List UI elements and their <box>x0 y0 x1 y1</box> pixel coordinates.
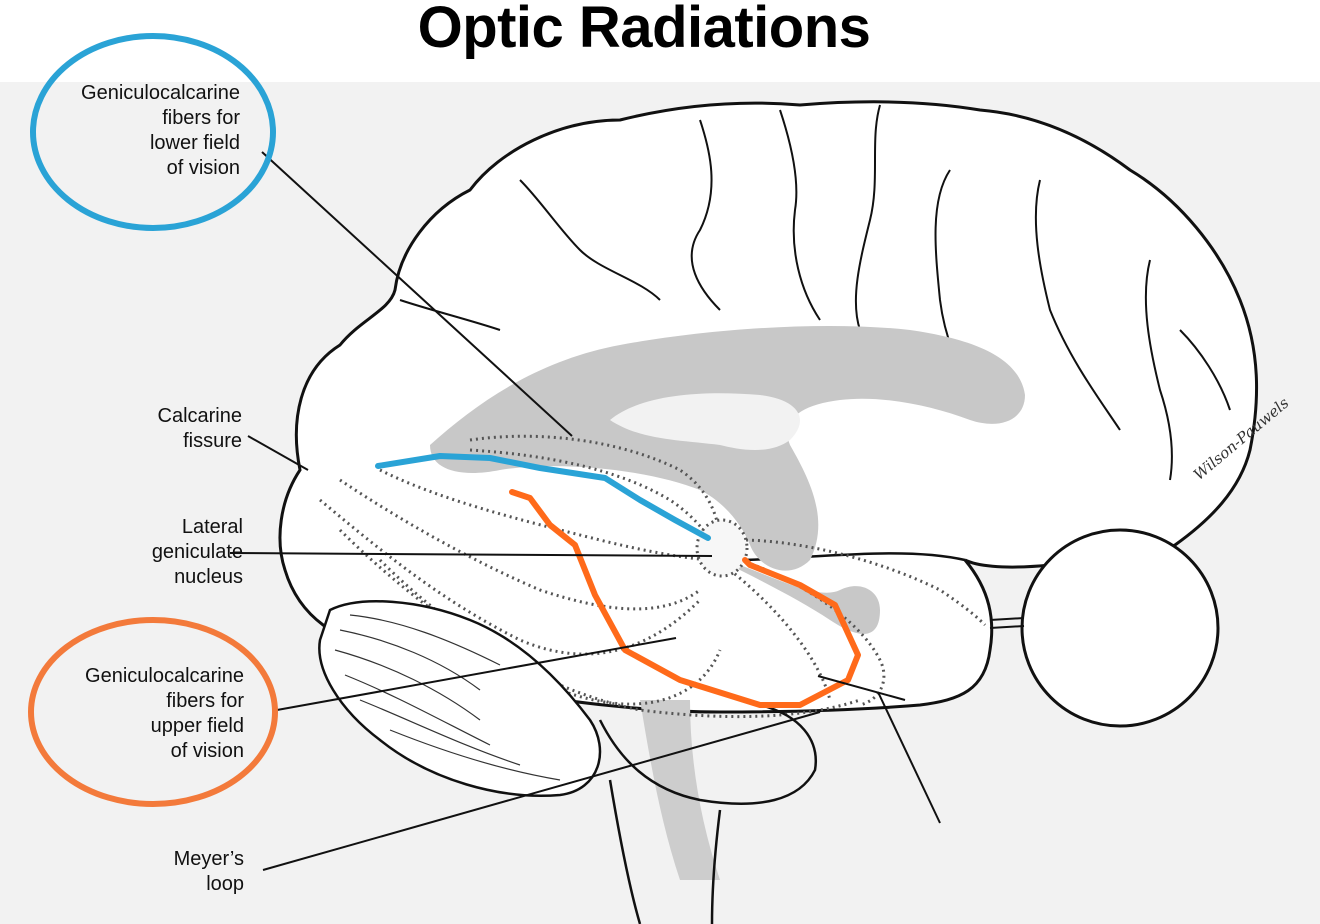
leader-lower-fibers <box>261 151 573 437</box>
leader-lateral-geniculate <box>229 552 713 557</box>
page-title: Optic Radiations <box>417 0 871 60</box>
label-line: geniculate <box>151 541 243 563</box>
optic-nerve <box>989 617 1025 629</box>
label-line: of vision <box>166 157 240 179</box>
label-line: Geniculocalcarine <box>81 82 240 104</box>
label-upper-field-fibers: Geniculocalcarine fibers for upper field… <box>40 664 244 764</box>
ventricle-central-hole <box>610 393 800 450</box>
leader-upper-fibers <box>276 637 677 711</box>
label-line: Calcarine <box>157 405 242 427</box>
label-line: nucleus <box>174 566 243 588</box>
label-line: lower field <box>149 132 240 154</box>
label-line: fibers for <box>162 107 240 129</box>
cerebellum-folia <box>334 614 561 781</box>
leader-meyer-extra <box>817 675 906 701</box>
label-line: fissure <box>183 430 242 452</box>
sulci-lines <box>399 104 1231 481</box>
label-calcarine-fissure: Calcarine fissure <box>40 404 242 454</box>
lateral-ventricle <box>430 325 1025 571</box>
lateral-geniculate-nucleus <box>695 518 749 578</box>
label-line: of vision <box>170 740 244 762</box>
label-lateral-geniculate-nucleus: Lateral geniculate nucleus <box>40 515 243 590</box>
label-line: fibers for <box>166 690 244 712</box>
upper-field-path <box>509 489 861 708</box>
label-line: Meyer’s <box>173 848 244 870</box>
upper-field-highlight <box>28 617 278 807</box>
label-meyers-loop: Meyer’s loop <box>40 847 244 897</box>
brainstem-shade <box>640 700 720 880</box>
brainstem <box>598 703 817 924</box>
label-lower-field-fibers: Geniculocalcarine fibers for lower field… <box>40 81 240 181</box>
label-line: Lateral <box>181 516 243 538</box>
label-line: Geniculocalcarine <box>85 665 244 687</box>
label-line: loop <box>206 873 244 895</box>
cerebellum <box>318 600 602 797</box>
lower-field-highlight <box>30 33 276 231</box>
eyeball <box>1020 528 1220 728</box>
leader-calcarine <box>247 435 309 471</box>
label-line: upper field <box>150 715 244 737</box>
leader-right-down <box>877 691 941 824</box>
leader-meyers-loop <box>262 711 821 871</box>
lower-field-path <box>375 453 711 541</box>
leader-lines <box>229 151 941 871</box>
